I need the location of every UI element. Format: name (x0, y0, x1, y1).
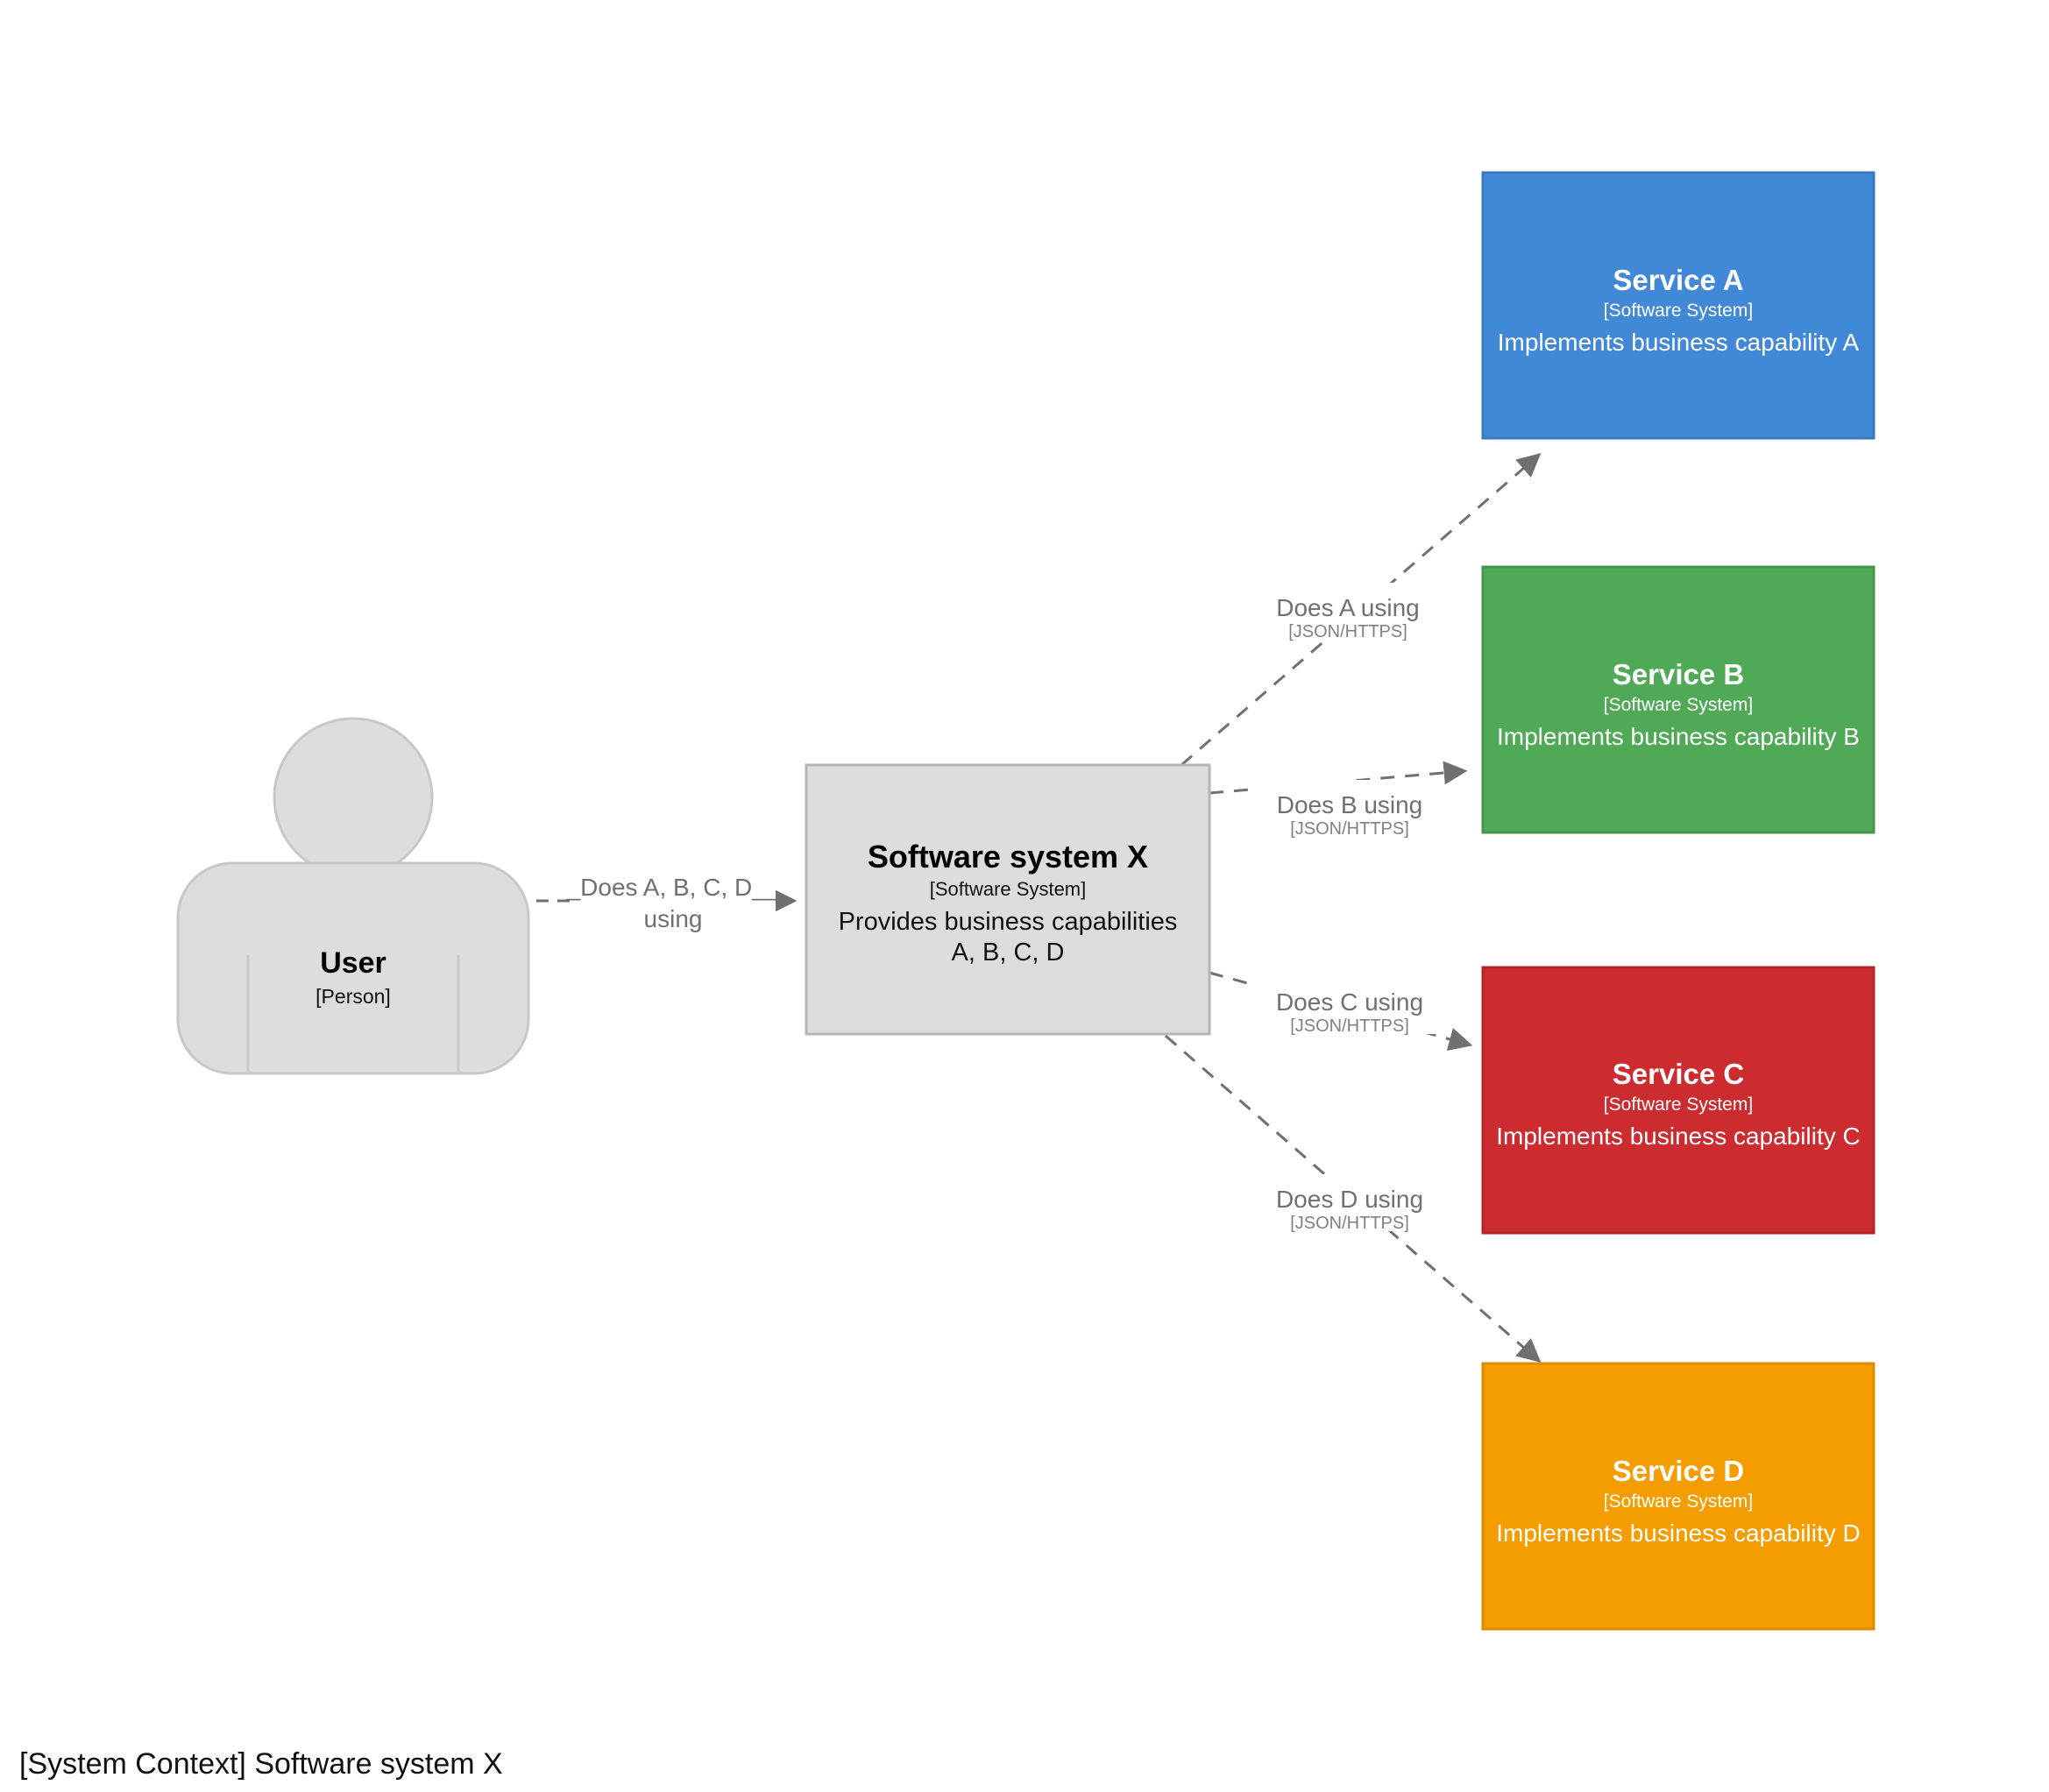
service-a-type: [Software System] (1604, 301, 1753, 321)
person-type: [Person] (316, 985, 391, 1008)
edge-label-user-to-system-x-line2: using (644, 905, 703, 932)
edge-label-service-c-tech: [JSON/HTTPS] (1290, 1016, 1409, 1036)
edge-user-to-system-x: _Does A, B, C, D__ using (536, 872, 798, 935)
person-body-icon (176, 861, 530, 1075)
service-c-type: [Software System] (1604, 1094, 1753, 1115)
service-b-name: Service B (1613, 658, 1744, 691)
system-x-name: Software system X (868, 839, 1148, 875)
node-person-user[interactable]: User [Person] (176, 717, 530, 1075)
system-x-type: [Software System] (930, 878, 1087, 900)
node-service-c[interactable]: Service C [Software System] Implements b… (1481, 966, 1875, 1235)
edge-label-backdrop (1253, 583, 1442, 640)
service-a-box (1481, 171, 1875, 440)
edge-label-service-b-tech: [JSON/HTTPS] (1290, 819, 1409, 839)
edge-line (1180, 453, 1542, 767)
node-service-b[interactable]: Service B [Software System] Implements b… (1481, 565, 1875, 834)
service-d-name: Service D (1613, 1455, 1744, 1487)
service-c-name: Service C (1613, 1058, 1744, 1090)
service-b-box (1481, 565, 1875, 834)
edge-label-backdrop (578, 872, 776, 935)
edge-label-service-c-title: Does C using (1276, 988, 1423, 1016)
service-b-description: Implements business capability B (1497, 723, 1860, 750)
edge-label-service-a-title: Does A using (1276, 594, 1419, 621)
service-b-type: [Software System] (1604, 695, 1753, 715)
edge-system-x-to-service-b: Does B using [JSON/HTTPS] (1209, 761, 1468, 839)
person-head-icon (273, 717, 434, 878)
edge-label-service-d-tech: [JSON/HTTPS] (1290, 1214, 1409, 1233)
edge-label-service-a-tech: [JSON/HTTPS] (1288, 622, 1407, 641)
service-d-description: Implements business capability D (1496, 1519, 1861, 1547)
node-service-a[interactable]: Service A [Software System] Implements b… (1481, 171, 1875, 440)
edge-system-x-to-service-a: Does A using [JSON/HTTPS] (1180, 453, 1542, 767)
system-x-description: Provides business capabilities A, B, C, … (838, 908, 1178, 967)
service-c-box (1481, 966, 1875, 1235)
person-name: User (320, 946, 386, 980)
service-c-description: Implements business capability C (1496, 1123, 1861, 1150)
edge-label-backdrop (1253, 1174, 1442, 1231)
edge-system-x-to-service-c: Does C using [JSON/HTTPS] (1209, 971, 1473, 1052)
edge-label-user-to-system-x-line1: _Does A, B, C, D__ (566, 874, 780, 901)
edge-label-backdrop (1253, 977, 1442, 1034)
system-x-box (805, 763, 1211, 1036)
system-x-description-wrap: Provides business capabilities A, B, C, … (838, 908, 1178, 967)
edge-label-backdrop (1253, 780, 1442, 837)
node-software-system-x[interactable]: Software system X [Software System] Prov… (805, 763, 1211, 1036)
node-service-d[interactable]: Service D [Software System] Implements b… (1481, 1362, 1875, 1631)
edge-system-x-to-service-d: Does D using [JSON/HTTPS] (1165, 1034, 1542, 1363)
edge-label-service-b-title: Does B using (1277, 791, 1423, 818)
edge-label-service-d-title: Does D using (1276, 1186, 1423, 1213)
service-d-type: [Software System] (1604, 1491, 1753, 1512)
service-d-box (1481, 1362, 1875, 1631)
service-a-description: Implements business capability A (1498, 329, 1860, 356)
diagram-caption: [System Context] Software system X (19, 1747, 503, 1781)
service-a-name: Service A (1613, 264, 1743, 296)
